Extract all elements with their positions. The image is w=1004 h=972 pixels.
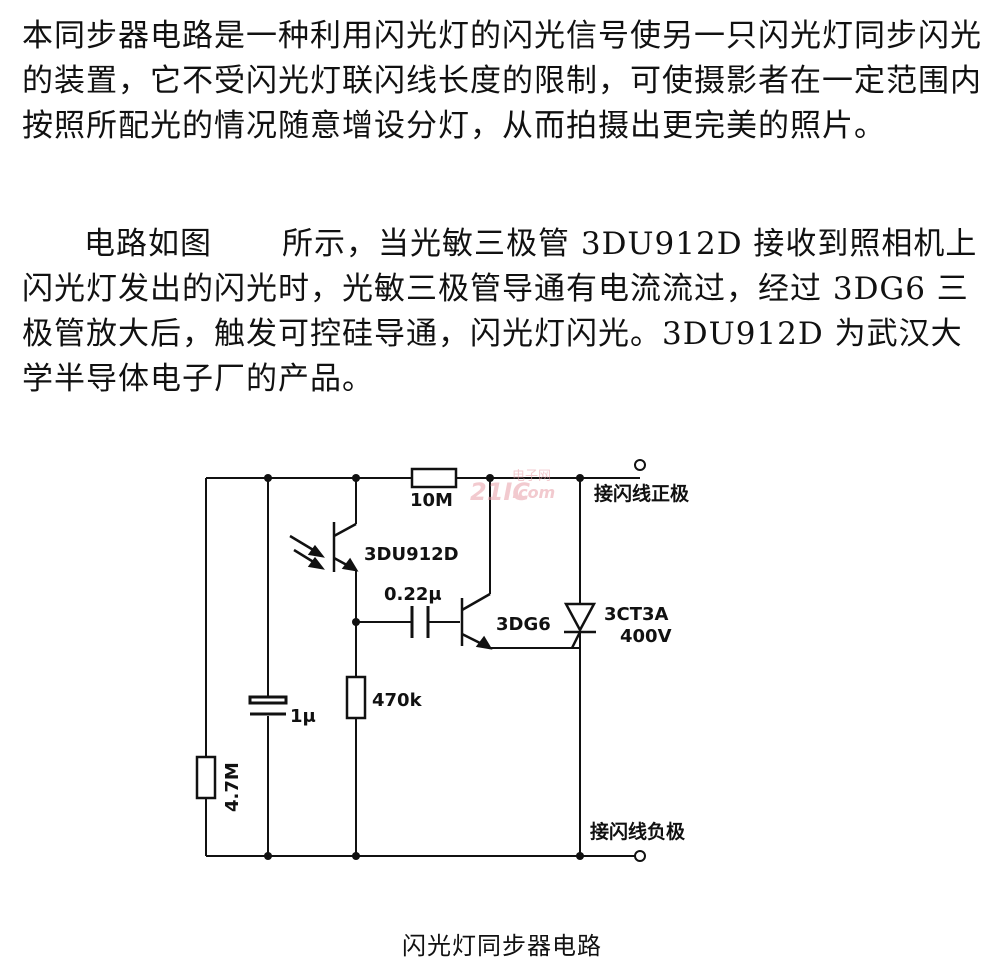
label-transistor-3dg6: 3DG6 bbox=[496, 614, 551, 635]
label-scr-rating: 400V bbox=[620, 626, 672, 647]
label-phototransistor: 3DU912D bbox=[364, 544, 459, 565]
label-capacitor-0-22u: 0.22μ bbox=[384, 584, 442, 605]
label-resistor-4-7m: 4.7M bbox=[222, 762, 243, 812]
capacitor-1u bbox=[248, 695, 288, 716]
watermark-cn: 电子网 bbox=[512, 469, 551, 484]
phototransistor-3du912d bbox=[289, 522, 359, 572]
paragraph-intro: 本同步器电路是一种利用闪光灯的闪光信号使另一只闪光灯同步闪光的装置，它不受闪光灯… bbox=[22, 18, 982, 144]
terminal-negative-node bbox=[634, 850, 646, 862]
resistor-470k bbox=[345, 675, 367, 720]
scr-3ct3a bbox=[563, 602, 597, 649]
junction-dots bbox=[264, 474, 584, 860]
label-capacitor-1u: 1μ bbox=[290, 706, 316, 727]
paragraph-description-lead: 电路如图 bbox=[84, 226, 212, 262]
resistor-10m bbox=[410, 467, 458, 489]
capacitor-0-22u bbox=[410, 606, 430, 638]
watermark-main: 21IC bbox=[470, 478, 530, 506]
watermark-logo: 21IC 电子网 .com bbox=[470, 469, 555, 506]
watermark-dom: .com bbox=[512, 483, 555, 502]
circuit-wires bbox=[205, 477, 640, 857]
paragraph-description-body: 所示，当光敏三极管 3DU912D 接收到照相机上闪光灯发出的闪光时，光敏三极管… bbox=[22, 226, 978, 397]
resistor-4-7m bbox=[195, 755, 217, 800]
figure-caption: 闪光灯同步器电路 bbox=[402, 932, 602, 960]
label-scr: 3CT3A bbox=[604, 604, 669, 625]
paragraph-description: 电路如图所示，当光敏三极管 3DU912D 接收到照相机上闪光灯发出的闪光时，光… bbox=[22, 222, 982, 402]
label-terminal-positive: 接闪线正极 bbox=[594, 482, 690, 505]
label-terminal-negative: 接闪线负极 bbox=[590, 820, 686, 843]
label-resistor-10m: 10M bbox=[410, 490, 453, 511]
transistor-3dg6 bbox=[460, 592, 493, 650]
label-resistor-470k: 470k bbox=[372, 690, 423, 711]
terminal-positive-node bbox=[634, 459, 646, 471]
